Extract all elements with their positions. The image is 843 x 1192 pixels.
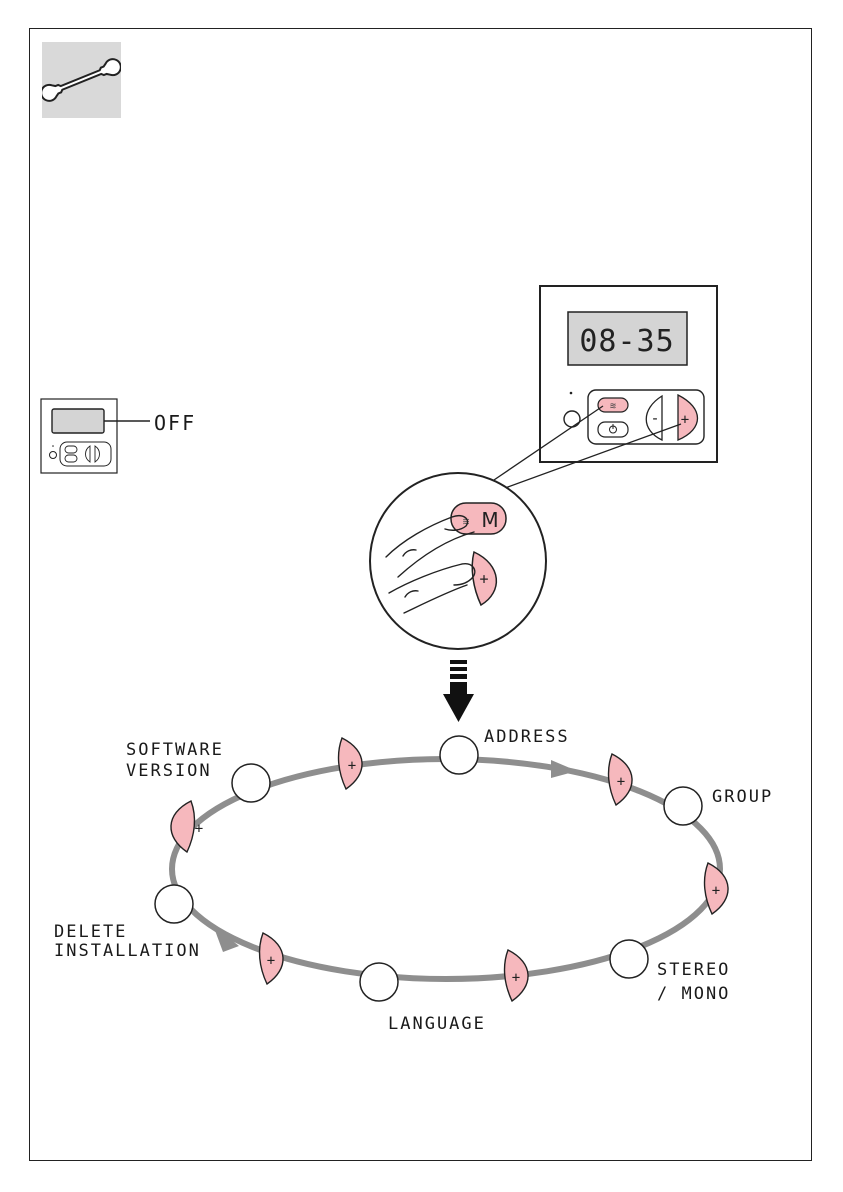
station-language: LANGUAGE — [360, 963, 486, 1034]
time-display-value: 08-35 — [579, 324, 674, 359]
off-label: OFF — [154, 411, 196, 435]
plus-key: + — [260, 933, 284, 984]
station-delete-installation: DELETE INSTALLATION — [54, 885, 201, 961]
stereo-label: STEREO — [657, 960, 730, 980]
installation-label: INSTALLATION — [54, 941, 201, 961]
plus-key: + — [339, 738, 363, 789]
address-label: ADDRESS — [484, 727, 570, 747]
svg-text:≋: ≋ — [610, 401, 616, 412]
plus-key: + — [705, 863, 729, 914]
group-label: GROUP — [712, 787, 773, 807]
remote-control: 08-35 ≋ - + — [540, 286, 717, 462]
power-led — [564, 411, 580, 427]
down-arrow — [443, 660, 474, 722]
svg-text:+: + — [195, 821, 203, 837]
thumbnail-led — [50, 452, 57, 459]
language-label: LANGUAGE — [388, 1014, 486, 1034]
svg-text:+: + — [479, 570, 488, 588]
station-software-version: SOFTWARE VERSION — [126, 740, 270, 802]
zoom-circle: ≋ M + — [370, 473, 546, 649]
remote-thumbnail: OFF — [41, 399, 196, 473]
plus-key: + — [609, 754, 633, 805]
mono-label: / MONO — [657, 984, 730, 1004]
delete-label: DELETE — [54, 922, 127, 942]
station-group: GROUP — [664, 787, 773, 825]
station-stereo-mono: STEREO / MONO — [610, 940, 730, 1004]
svg-text:+: + — [267, 953, 275, 969]
svg-text:+: + — [712, 883, 720, 899]
svg-text:+: + — [681, 412, 689, 428]
svg-text:+: + — [512, 970, 520, 986]
version-label: VERSION — [126, 761, 212, 781]
thumbnail-display — [52, 409, 104, 433]
menu-key-label: M — [481, 508, 498, 532]
plus-key: + — [505, 950, 529, 1001]
svg-text:-: - — [650, 409, 659, 427]
svg-text:+: + — [617, 774, 625, 790]
svg-text:+: + — [348, 758, 356, 774]
software-label: SOFTWARE — [126, 740, 224, 760]
